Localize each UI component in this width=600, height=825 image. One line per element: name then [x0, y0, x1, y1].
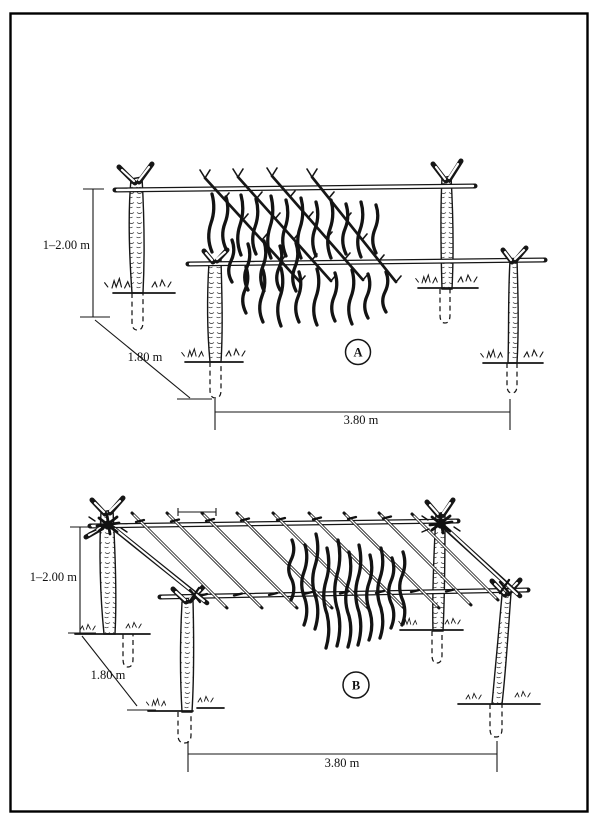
panel-b-dimension-width: 3.80 m: [187, 741, 498, 772]
post-front-left: [179, 599, 195, 713]
panel-b-letter: B: [352, 679, 360, 693]
page-border-frame: [9, 12, 589, 813]
panel-a-dimension-height: 1–2.00 m: [43, 188, 110, 318]
panel-a-posts: [128, 175, 519, 364]
panel-b-dimension-height: 1–2.00 m: [30, 526, 96, 634]
panel-b-letter-badge: B: [342, 671, 370, 699]
panel-a-drying-rack: 1–2.00 m 1.80 m 3.80 m A: [43, 158, 548, 430]
height-label-a: 1–2.00 m: [43, 238, 91, 252]
lashing-front-right: [498, 578, 512, 596]
lashing-front-left: [188, 586, 202, 604]
panel-b-spacing-bracket: [177, 508, 217, 516]
width-label-a: 3.80 m: [344, 413, 379, 427]
panel-b-hanging-strips: [287, 532, 407, 650]
panel-a-dimension-width: 3.80 m: [214, 399, 511, 430]
post-front-left: [206, 259, 223, 363]
depth-label-a: 1.80 m: [128, 350, 163, 364]
panel-a-fork-arms: [116, 158, 529, 265]
width-label-b: 3.80 m: [325, 756, 360, 770]
panel-b-fork-arms: [83, 495, 523, 605]
grass-tuft: [104, 277, 131, 289]
height-label-b: 1–2.00 m: [30, 570, 78, 584]
panel-a-front-rail: [185, 257, 548, 267]
buried-post: [131, 293, 144, 331]
panel-a-back-rail: [112, 183, 478, 193]
panel-a-ground: [104, 274, 544, 399]
post-back-left: [128, 176, 145, 294]
panel-a-hanging-strips: [207, 192, 390, 328]
post-back-right: [440, 175, 454, 290]
panel-a-letter-badge: A: [344, 338, 372, 366]
panel-b-drying-rack: 1–2.00 m 1.80 m 3.80 m B: [30, 495, 541, 772]
post-front-right: [507, 258, 519, 364]
panel-b-back-rail: [87, 518, 461, 529]
buried-post: [122, 634, 134, 668]
post-front-right: [491, 592, 512, 705]
panel-a-dimension-depth: 1.80 m: [94, 319, 212, 400]
depth-label-b: 1.80 m: [91, 668, 126, 682]
panel-b-dimension-depth: 1.80 m: [81, 635, 156, 711]
panel-b-lashings: [87, 512, 512, 604]
panel-b-posts: [99, 509, 512, 713]
panel-a-letter: A: [353, 346, 362, 360]
panel-b-ground: [74, 617, 541, 744]
